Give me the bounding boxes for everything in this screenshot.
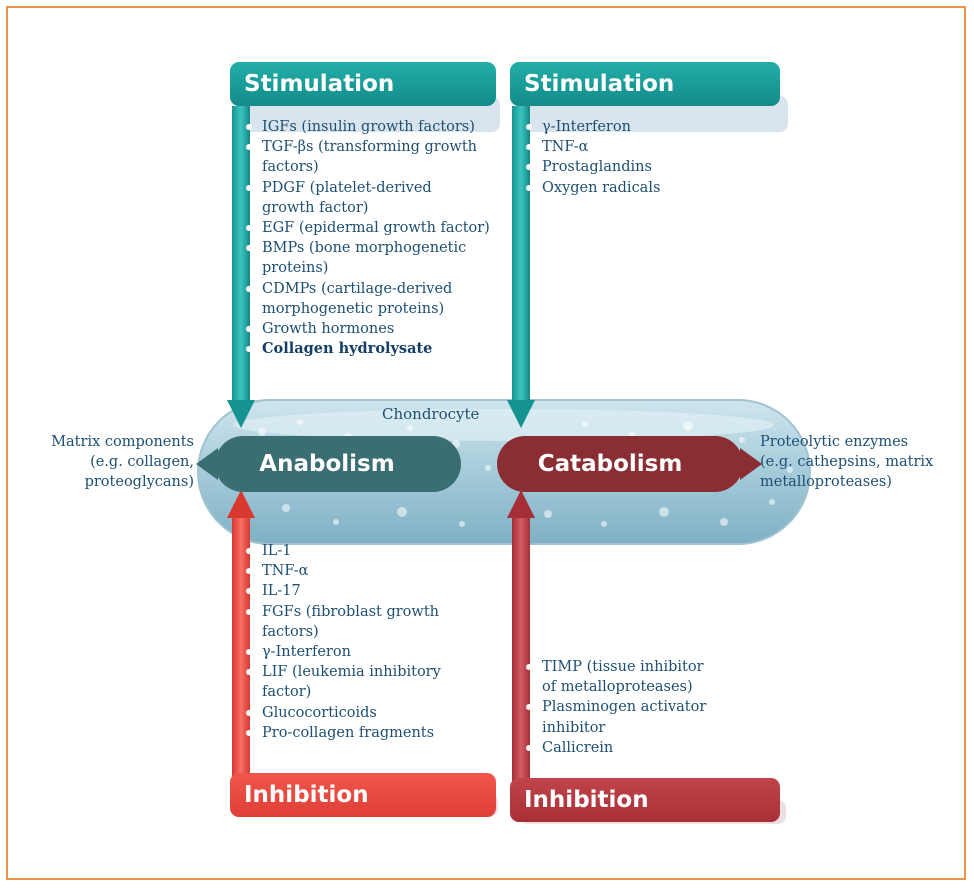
list-item: TNF-α [522, 137, 660, 157]
list-item: inhibitor [542, 719, 606, 736]
inhibition-arrow-left-shaft [232, 514, 250, 794]
catabolism-label: Catabolism [537, 451, 683, 477]
inhibition-arrow-left-head [227, 490, 255, 518]
output-line: Proteolytic enzymes [760, 434, 909, 450]
list-item: factor) [262, 684, 312, 701]
inhibition-arrow-right-shaft [512, 514, 530, 799]
list-item: Glucocorticoids [242, 703, 441, 723]
list-item: Plasminogen activator [522, 697, 706, 717]
stimulation-arrow-right-shaft [512, 106, 530, 404]
output-line: Matrix components [51, 434, 194, 450]
list-item: TIMP (tissue inhibitor [522, 657, 706, 677]
list-item: morphogenetic proteins) [262, 300, 445, 317]
catabolism-output-arrow [740, 448, 762, 480]
inhibition-arrow-right-head [507, 490, 535, 518]
list-item: Prostaglandins [522, 157, 660, 177]
stimulation-arrow-right-head [507, 400, 535, 428]
list-item: proteins) [262, 260, 329, 277]
list-item: of metalloproteases) [542, 679, 693, 696]
inhibition-left-header: Inhibition [230, 773, 496, 817]
list-item: Oxygen radicals [522, 178, 660, 198]
chondrocyte-label: Chondrocyte [382, 405, 480, 423]
list-item: Callicrein [522, 738, 706, 758]
output-line: proteoglycans) [84, 474, 194, 490]
list-item: Pro-collagen fragments [242, 723, 441, 743]
stimulation-arrow-left-shaft [232, 106, 250, 404]
inhibition-right-list: TIMP (tissue inhibitor of metalloproteas… [522, 657, 706, 758]
list-item: Growth hormones [242, 319, 490, 339]
list-item: γ-Interferon [522, 117, 660, 137]
list-item: CDMPs (cartilage-derived [242, 279, 490, 299]
inhibition-left-list: IL-1 TNF-α IL-17 FGFs (fibroblast growth… [242, 541, 441, 743]
output-line: (e.g. cathepsins, matrix [760, 454, 934, 470]
list-item: PDGF (platelet-derived [242, 178, 490, 198]
stimulation-left-list: IGFs (insulin growth factors) TGF-βs (tr… [242, 117, 490, 359]
list-item: growth factor) [262, 199, 369, 216]
anabolism-pill [215, 436, 461, 492]
list-item: FGFs (fibroblast growth [242, 602, 441, 622]
list-item: IGFs (insulin growth factors) [242, 117, 490, 137]
stimulation-arrow-left-head [227, 400, 255, 428]
output-line: metalloproteases) [760, 474, 892, 490]
stimulation-right-header: Stimulation [510, 62, 780, 106]
anabolism-label: Anabolism [259, 451, 395, 477]
list-item: factors) [262, 159, 319, 176]
list-item: BMPs (bone morphogenetic [242, 238, 490, 258]
stimulation-right-list: γ-Interferon TNF-α Prostaglandins Oxygen… [522, 117, 660, 198]
matrix-components-text: Matrix components (e.g. collagen, proteo… [20, 432, 194, 492]
list-item: TGF-βs (transforming growth [242, 137, 490, 157]
catabolism-pill [497, 436, 743, 492]
stimulation-left-header: Stimulation [230, 62, 496, 106]
list-item: IL-17 [242, 581, 441, 601]
list-item: γ-Interferon [242, 642, 441, 662]
list-item: Collagen hydrolysate [242, 339, 490, 359]
list-item: IL-1 [242, 541, 441, 561]
list-item: LIF (leukemia inhibitory [242, 662, 441, 682]
proteolytic-enzymes-text: Proteolytic enzymes (e.g. cathepsins, ma… [760, 432, 960, 492]
anabolism-output-arrow [196, 448, 218, 480]
list-item: TNF-α [242, 561, 441, 581]
inhibition-right-header: Inhibition [510, 778, 780, 822]
output-line: (e.g. collagen, [90, 454, 194, 470]
list-item: EGF (epidermal growth factor) [242, 218, 490, 238]
list-item: factors) [262, 623, 319, 640]
cell-highlight [234, 409, 774, 441]
